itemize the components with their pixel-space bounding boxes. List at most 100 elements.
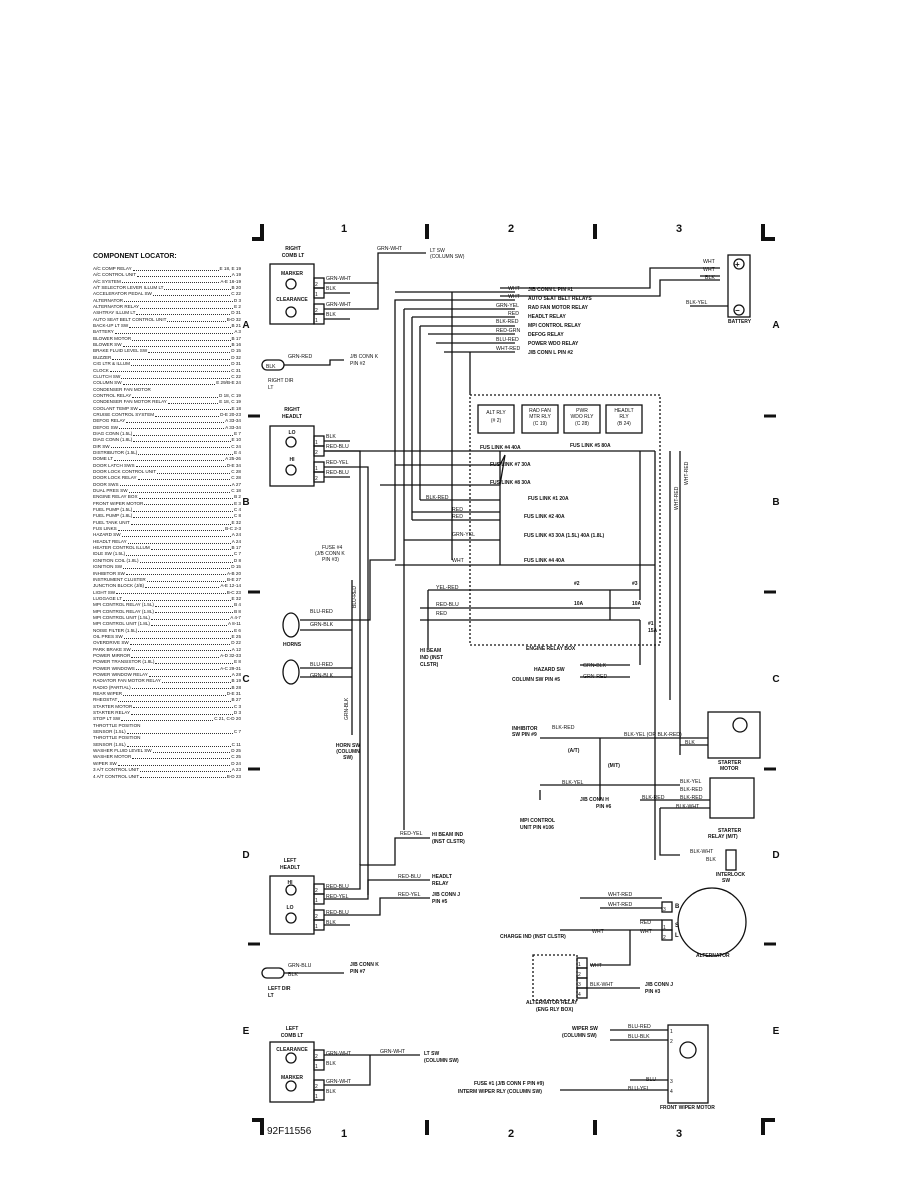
wire-label: BLU-RED: [496, 337, 519, 343]
wire-label: WHT: [703, 259, 716, 265]
wire-label: WHT-RED: [684, 461, 690, 485]
locator-leader: [150, 545, 231, 550]
connector-label: J/B CONN K: [350, 354, 379, 360]
locator-leader: [114, 456, 225, 462]
connector-label: HEADLT: [432, 874, 452, 880]
pin-label: 1: [315, 292, 318, 298]
pin-label: 2: [315, 1054, 318, 1060]
component-label: LT: [268, 993, 274, 999]
locator-grid-ref: B 19: [231, 678, 241, 684]
component-label: HEADLT: [280, 865, 300, 871]
pin-label: 1: [315, 924, 318, 930]
locator-leader: [137, 272, 231, 278]
pin-label: 1: [315, 466, 318, 472]
grid-row-label: E: [773, 1026, 780, 1037]
locator-component-name: ENGINE RELAY BOX: [93, 494, 138, 500]
locator-leader: [139, 558, 233, 563]
locator-component-name: POWER WINDOWS: [93, 665, 135, 671]
wire-label: WHT: [703, 267, 716, 273]
relay-label: (C 19): [533, 421, 547, 427]
locator-grid-ref: E 32: [231, 595, 241, 601]
pin-label: 1: [578, 962, 581, 968]
locator-grid-ref: B 27: [231, 697, 241, 703]
locator-component-name: INSTRUMENT CLUSTER: [93, 576, 146, 582]
alternator-terminal: S: [675, 923, 679, 929]
wire-label: GRN-BLK: [310, 622, 334, 628]
connector-label: INTERM WIPER RLY (COLUMN SW): [458, 1089, 542, 1095]
fuse-label: 15A: [648, 628, 658, 634]
locator-leader: [132, 266, 219, 271]
wire-label: BLU-RED: [310, 609, 333, 615]
locator-leader: [148, 348, 231, 354]
wire-label: RED-BLU: [326, 884, 349, 890]
locator-component-name: FUEL PUMP (1.5L): [93, 507, 133, 513]
wire-label: GRN-WHT: [326, 302, 352, 308]
wire-label: RED-BLU: [398, 874, 421, 880]
locator-component-name: DOME LT: [93, 456, 114, 462]
wire-label: BLK-YEL: [680, 779, 701, 785]
locator-leader: [130, 520, 231, 525]
locator-grid-ref: A 8-11: [228, 621, 241, 627]
connector-label: PIN #7: [350, 969, 366, 975]
locator-component-name: COLUMN SW: [93, 380, 122, 386]
locator-component-name: FRONT WIPER MOTOR: [93, 500, 144, 506]
locator-grid-ref: D 15: [231, 348, 241, 354]
component-label: FRONT WIPER MOTOR: [660, 1105, 715, 1111]
relay-label: MTR RLY: [529, 414, 551, 420]
locator-grid-ref: B 4: [234, 602, 241, 608]
wire-label: RED: [508, 311, 519, 317]
wire-label: WHT: [590, 963, 603, 969]
wire-label: GRN-RED: [288, 354, 312, 360]
component-label: BATTERY: [728, 319, 752, 325]
component-label: RIGHT: [285, 246, 301, 252]
wire-label: WHT-RED: [674, 486, 680, 510]
locator-grid-ref: D-E 34: [226, 462, 241, 468]
locator-component-name: DOOR LATCH SWS: [93, 462, 135, 468]
locator-component-name: POWER MIRROR: [93, 652, 131, 658]
alternator-relay-box: [532, 954, 578, 1001]
locator-grid-ref: E 4: [234, 449, 241, 455]
wire-label: RED-YEL: [400, 831, 423, 837]
component-label: (J/B CONN K: [315, 551, 345, 557]
locator-grid-ref: E 25: [231, 633, 241, 639]
wire-label: RED: [640, 920, 651, 926]
locator-grid-ref: E 29/B-E 24: [216, 380, 241, 386]
locator-component-name: 3 A/T CONTROL UNIT: [93, 767, 140, 773]
locator-leader: [122, 380, 216, 385]
locator-grid-ref: E 7: [234, 430, 241, 436]
connector-label: (COLUMN SW): [430, 254, 465, 260]
wire-label: BLU-YEL: [628, 1086, 650, 1092]
locator-component-name: POWER WINDOW RELAY: [93, 672, 148, 677]
locator-leader: [144, 501, 234, 506]
locator-component-name: CONTROL RELAY: [93, 392, 132, 398]
locator-leader: [126, 742, 231, 747]
corner-mark-bl: [252, 1118, 264, 1135]
locator-component-name: BUZZER: [93, 354, 112, 360]
locator-leader: [123, 564, 231, 569]
wire-label: RED-BLU: [326, 470, 349, 476]
wire-label: BLK-YEL (OR BLK-RED): [624, 732, 682, 738]
locator-grid-ref: A 28: [231, 672, 241, 677]
locator-component-name: HEATER CONTROL ILLUM: [93, 545, 150, 551]
pin-label: 3: [578, 982, 581, 988]
locator-component-name: STOP LT SW: [93, 716, 121, 722]
locator-row: MPI CONTROL UNIT (1.8L)A 8-11: [93, 621, 241, 627]
locator-grid-ref: C 28: [231, 475, 241, 481]
component-label: HORN SW: [336, 743, 360, 749]
locator-grid-ref: E 10: [231, 437, 241, 443]
wire-label: BLK: [685, 740, 695, 746]
connector-label: AUTO SEAT BELT RELAYS: [528, 296, 592, 302]
component-label: IND (INST: [420, 655, 443, 661]
grid-row-label: B: [242, 497, 249, 508]
locator-grid-ref: A 19: [231, 272, 241, 278]
locator-row: MPI CONTROL RELAY (1.5L)B 4: [93, 602, 241, 608]
